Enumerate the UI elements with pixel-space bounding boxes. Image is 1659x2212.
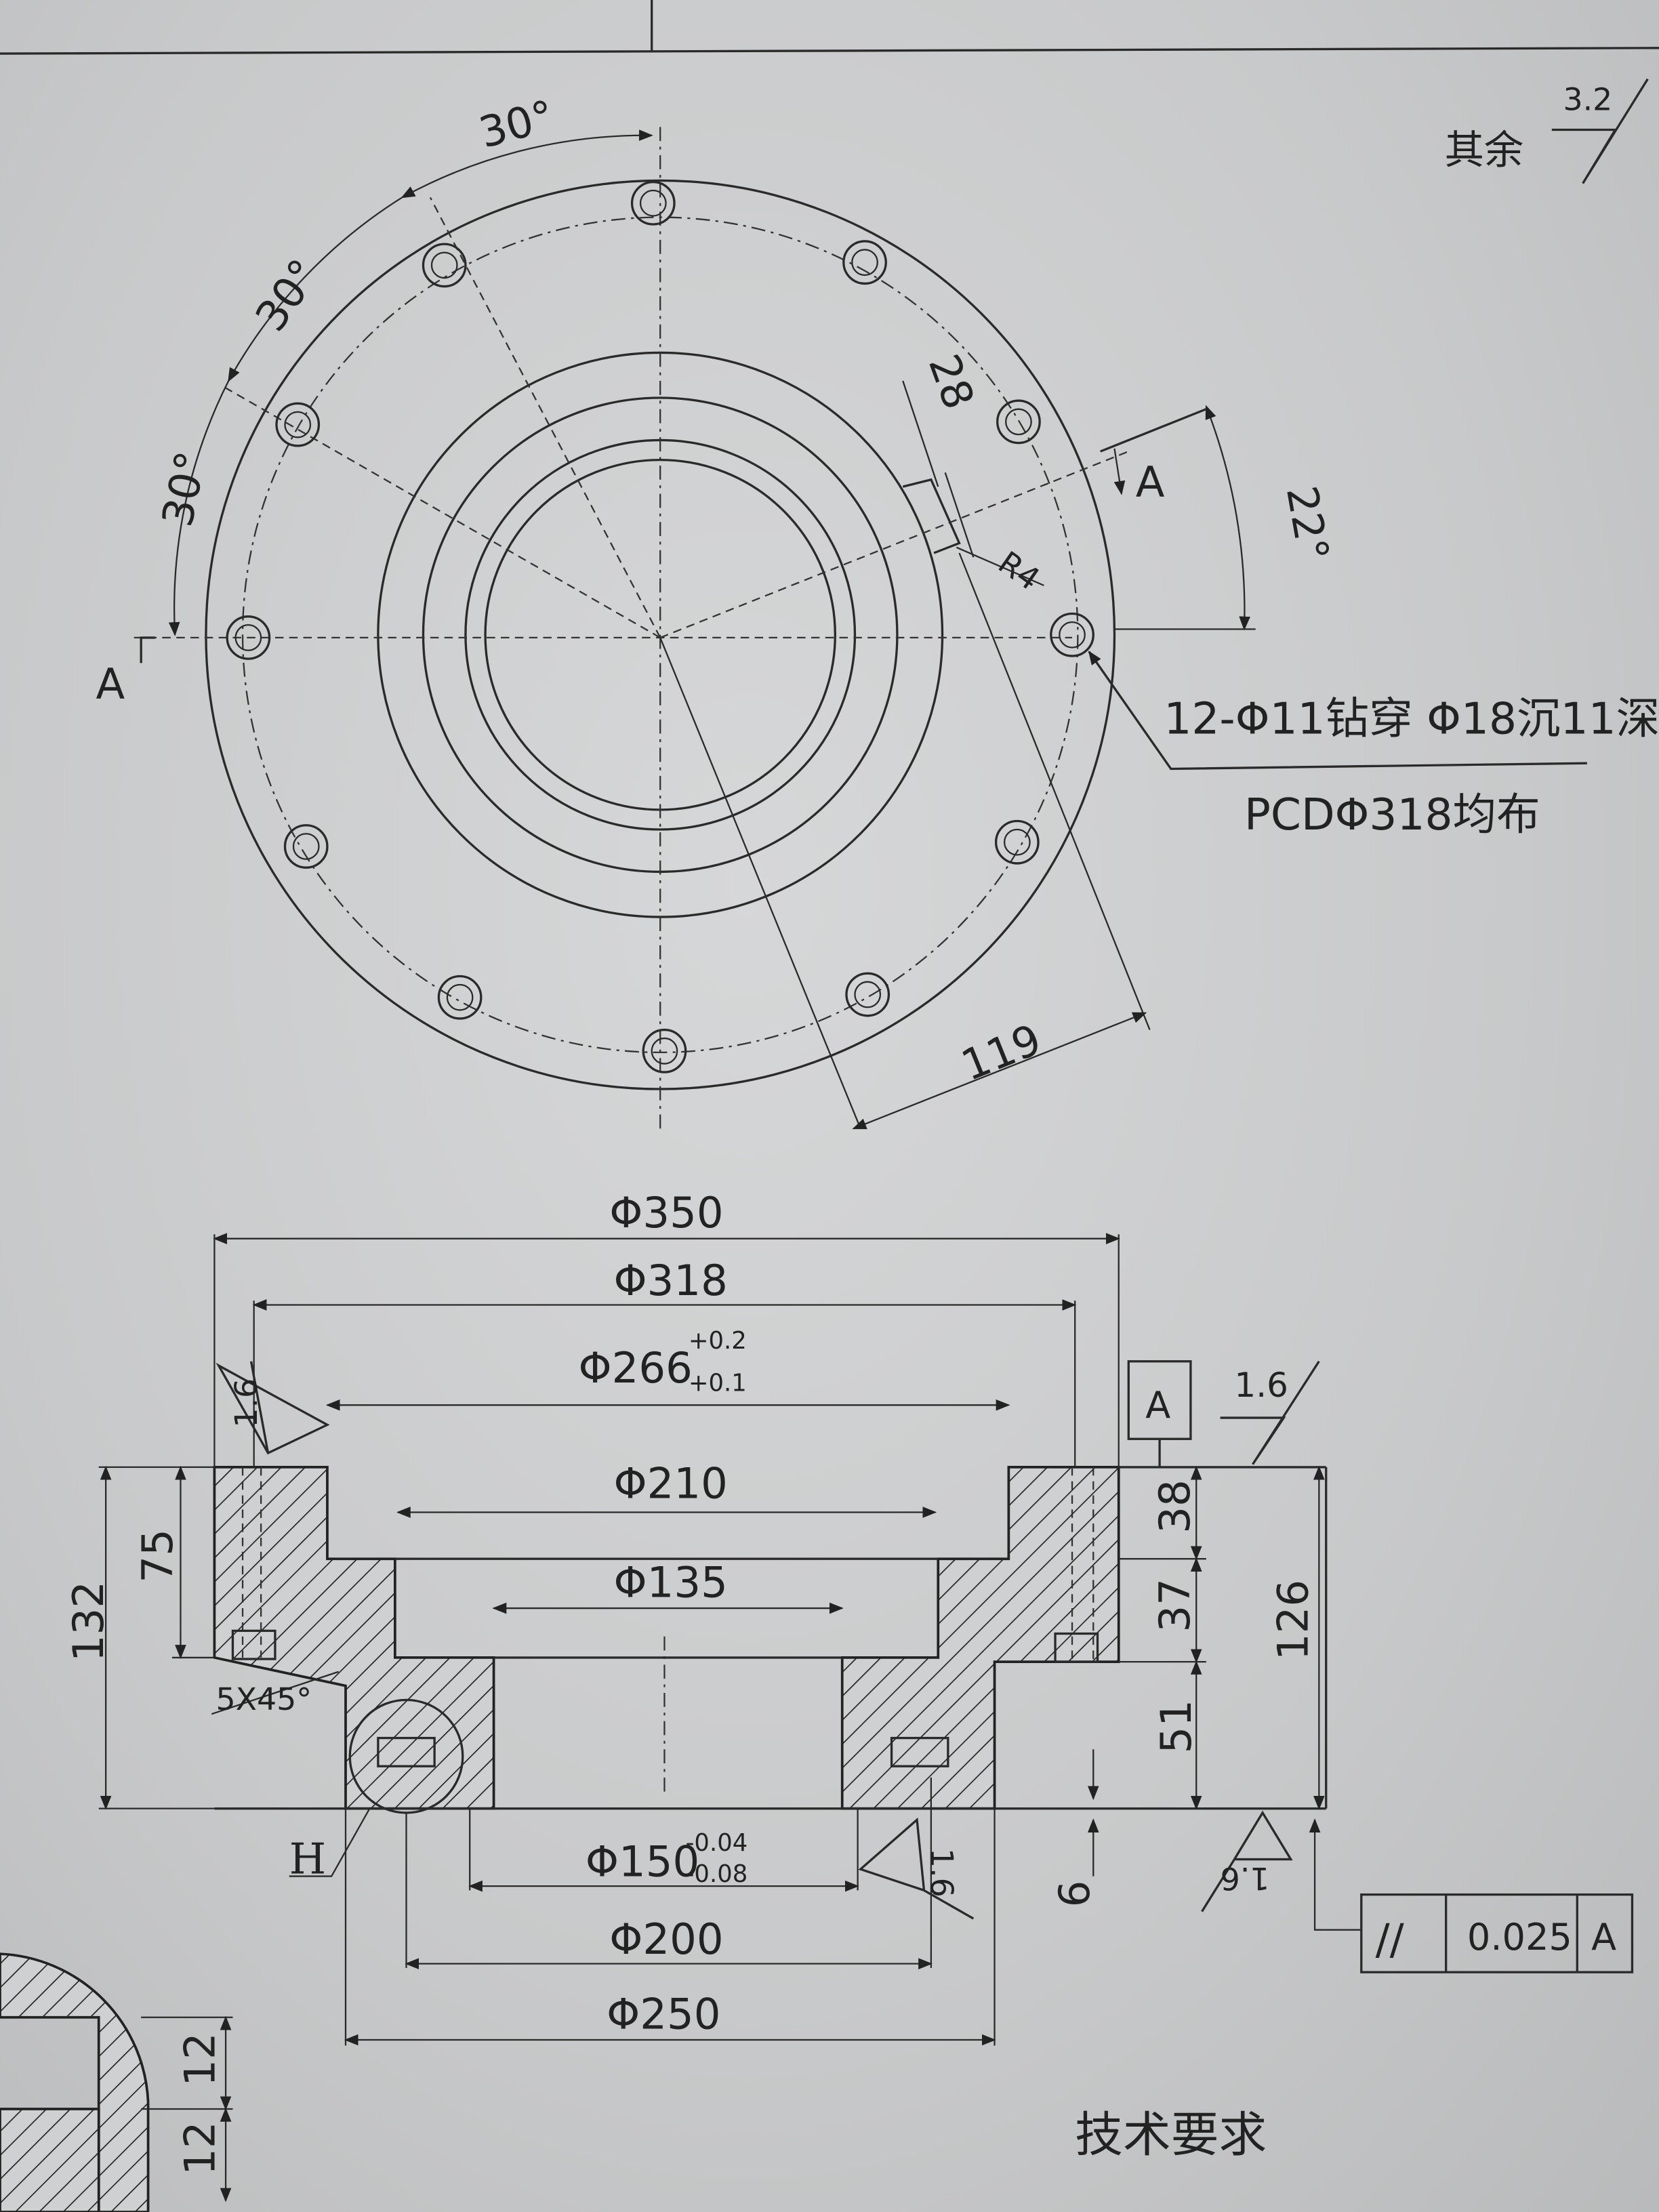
dim-d266: Φ266 — [578, 1343, 692, 1393]
bolt-hole — [226, 615, 271, 660]
bolt-hole — [1050, 612, 1094, 657]
dim-d210: Φ210 — [614, 1459, 728, 1509]
bolt-hole — [422, 243, 467, 288]
bolt-hole — [630, 180, 676, 226]
dim-d350: Φ350 — [609, 1188, 723, 1237]
section-mark-left: A — [96, 659, 125, 708]
roughness-right: 1.6 — [1221, 1860, 1270, 1897]
dim-d150: Φ150 — [586, 1837, 699, 1887]
dim-h6: 6 — [1050, 1881, 1099, 1908]
dim-d150-lower-tol: -0.08 — [686, 1860, 748, 1888]
dim-d318: Φ318 — [614, 1256, 728, 1305]
angle-label: 30° — [152, 447, 216, 531]
general-roughness-symbol: 其余 3.2 — [1445, 78, 1649, 184]
roughness-left: 1.6 — [228, 1378, 264, 1428]
bolt-hole — [437, 975, 483, 1020]
bolt-hole — [845, 972, 890, 1017]
detail-view: 12 12 — [0, 1952, 233, 2212]
chamfer-note: 5X45° — [216, 1681, 312, 1717]
angle-label: 30° — [474, 91, 560, 158]
section-view: Φ350 Φ318 Φ266 +0.2 +0.1 Φ210 Φ135 Φ150 … — [64, 1188, 1634, 2046]
dim-d266-lower-tol: +0.1 — [689, 1369, 747, 1397]
angle-label: 22° — [1277, 483, 1338, 565]
dim-h38: 38 — [1150, 1479, 1200, 1533]
bolt-hole — [275, 402, 321, 447]
dim-d200: Φ200 — [609, 1914, 723, 1964]
detail-dim: 12 — [175, 2121, 224, 2175]
datum-feature: A — [1127, 1360, 1192, 1467]
bolt-hole — [283, 824, 329, 869]
section-mark-right: A — [1136, 457, 1165, 507]
dim-d150-upper-tol: -0.04 — [686, 1829, 748, 1857]
detail-dim: 12 — [175, 2032, 224, 2086]
bolt-hole — [842, 240, 887, 285]
keyway-width: 28 — [919, 348, 984, 415]
dim-d266-upper-tol: +0.2 — [689, 1327, 747, 1355]
pcd-note: PCDΦ318均布 — [1244, 790, 1540, 840]
dim-d135: Φ135 — [614, 1557, 728, 1607]
parallelism-symbol: // — [1376, 1914, 1405, 1964]
datum-label: A — [1145, 1384, 1170, 1427]
dim-h37: 37 — [1150, 1578, 1200, 1632]
parallelism-tolerance-frame: // 0.025 A — [1309, 1818, 1634, 1973]
dim-h132: 132 — [64, 1581, 113, 1662]
roughness-top: 1.6 — [1234, 1366, 1288, 1405]
keyway-depth-dim: 119 — [955, 1015, 1048, 1090]
bolt-hole — [994, 819, 1040, 865]
roughness-bottom: 1.6 — [924, 1848, 960, 1898]
tech-requirements-title: 技术要求 — [1075, 2106, 1267, 2163]
tolerance-value: 0.025 — [1467, 1916, 1572, 1959]
hole-note: 12-Φ11钻穿 Φ18沉11深 — [1164, 693, 1659, 744]
border-frame — [0, 0, 1659, 55]
keyway-radius: R4 — [991, 544, 1046, 598]
plan-view: 30° 30° 30° 22° A A 28 R4 119 12-Φ11钻穿 Φ… — [96, 91, 1659, 1130]
bolt-hole — [996, 399, 1041, 445]
dim-h75: 75 — [133, 1529, 182, 1582]
tolerance-datum: A — [1591, 1916, 1616, 1959]
roughness-value: 3.2 — [1563, 81, 1612, 117]
dim-h126: 126 — [1269, 1580, 1318, 1660]
roughness-label: 其余 — [1445, 127, 1524, 173]
bolt-hole — [642, 1028, 687, 1073]
dim-d250: Φ250 — [607, 1989, 720, 2039]
dim-h51: 51 — [1151, 1700, 1201, 1753]
detail-label: H — [289, 1834, 326, 1883]
